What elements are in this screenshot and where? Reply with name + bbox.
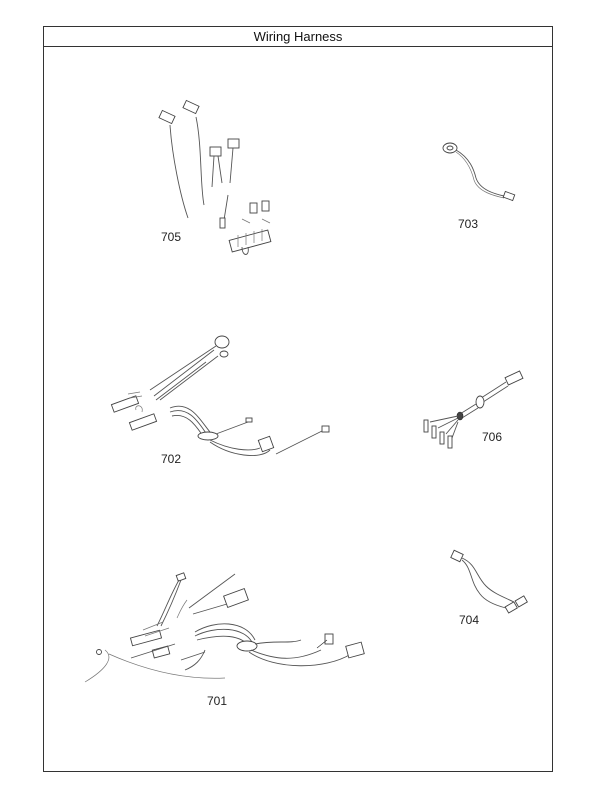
part-705-drawing <box>150 95 290 265</box>
part-706-label: 706 <box>482 430 503 444</box>
diagram-frame: Wiring Harness <box>43 26 553 772</box>
part-703-label: 703 <box>458 217 479 231</box>
part-704-label: 704 <box>459 613 480 627</box>
diagram-title: Wiring Harness <box>44 27 552 47</box>
part-702-label: 702 <box>161 452 182 466</box>
part-701-drawing <box>84 570 375 685</box>
part-701-label: 701 <box>207 694 228 708</box>
part-705-label: 705 <box>161 230 182 244</box>
part-704-drawing <box>446 546 536 616</box>
part-706-drawing <box>418 370 528 450</box>
part-703-drawing <box>440 140 530 210</box>
part-702-drawing <box>100 330 340 460</box>
